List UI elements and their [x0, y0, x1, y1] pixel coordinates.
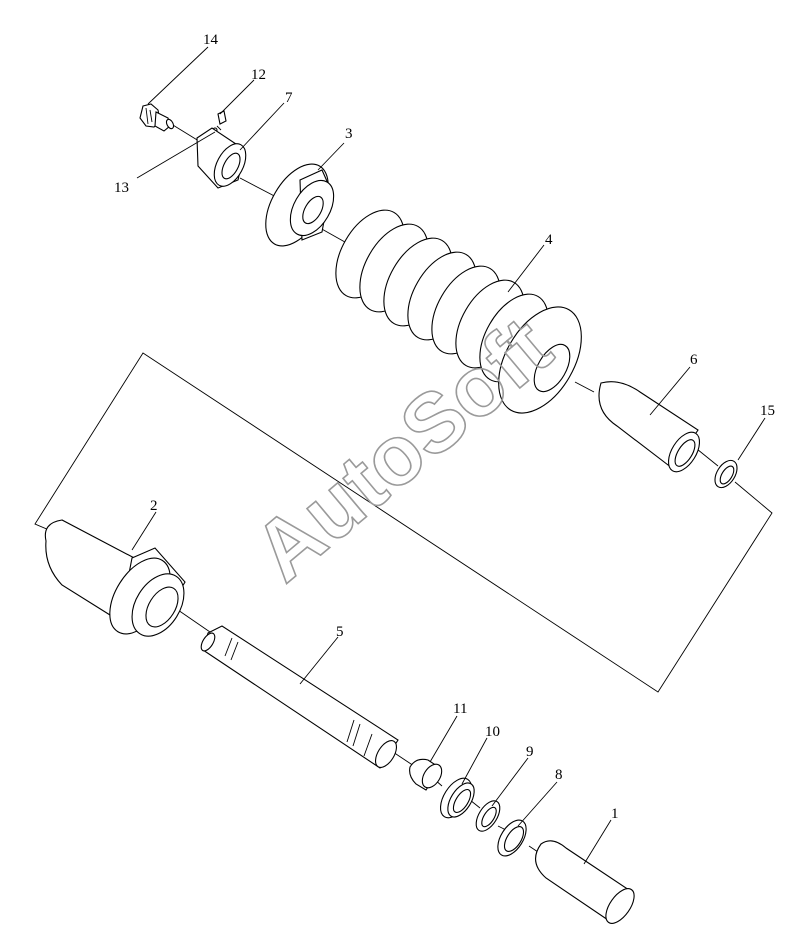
leader-lines — [131, 46, 766, 865]
callout-11: 11 — [453, 701, 467, 717]
shaft-part-5 — [200, 625, 399, 769]
assembly-axis-lines — [34, 121, 773, 853]
spacer-part-11 — [409, 758, 443, 791]
ring-part-9 — [475, 800, 501, 832]
callout-4: 4 — [545, 232, 553, 248]
washer-part-10 — [439, 777, 475, 819]
bushing-flange-part-3 — [265, 163, 335, 247]
callout-5: 5 — [336, 624, 344, 640]
watermark-text: AutoSoft — [236, 299, 568, 599]
seal-ring-part-8 — [497, 819, 527, 857]
callout-2: 2 — [150, 498, 158, 514]
callout-8: 8 — [555, 767, 563, 783]
end-cap-part-1 — [535, 840, 635, 924]
callout-13: 13 — [114, 180, 129, 196]
collar-part-7 — [196, 127, 247, 189]
callout-6: 6 — [690, 352, 698, 368]
callout-12: 12 — [251, 67, 266, 83]
grease-fitting-part-14 — [139, 103, 175, 132]
bellows-boot-part-4 — [335, 209, 582, 414]
callout-10: 10 — [485, 724, 500, 740]
o-ring-part-15 — [714, 459, 738, 489]
idler-body-part-2 — [44, 519, 186, 637]
callout-7: 7 — [285, 90, 293, 106]
callout-14: 14 — [203, 32, 219, 48]
callout-1: 1 — [611, 806, 619, 822]
callout-9: 9 — [526, 744, 534, 760]
callout-labels: 14 12 7 13 3 4 6 15 2 5 11 10 9 8 1 — [114, 32, 775, 822]
callout-15: 15 — [760, 403, 775, 419]
pin-part-12 — [216, 110, 227, 131]
callout-3: 3 — [345, 126, 353, 142]
sleeve-part-6 — [598, 381, 701, 473]
